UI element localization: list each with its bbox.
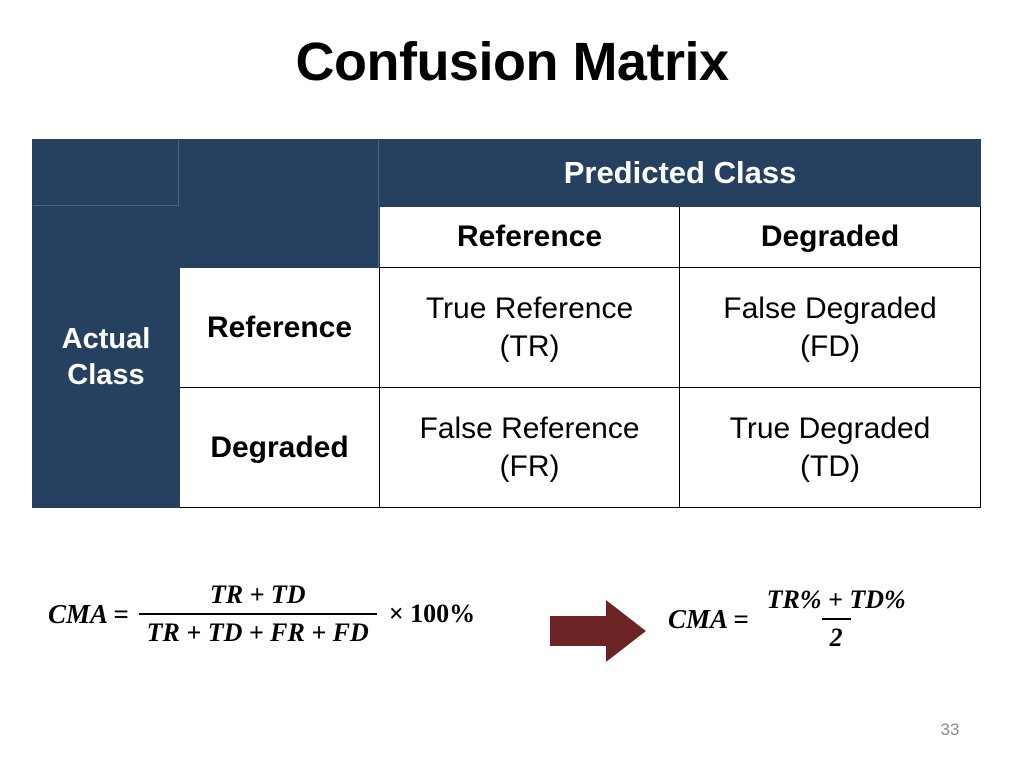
formula-cma-counts: CMA = TR + TD TR + TD + FR + FD × 100% xyxy=(48,580,475,648)
formula-right-numerator: TR% + TD% xyxy=(766,585,906,614)
row-header-degraded: Degraded xyxy=(179,387,380,508)
formula-left-lhs: CMA = xyxy=(48,598,129,629)
table-row-predicted-header: Predicted Class xyxy=(32,139,982,207)
cell-false-reference-abbr: (FR) xyxy=(499,449,560,483)
formula-section: CMA = TR + TD TR + TD + FR + FD × 100% C… xyxy=(0,580,1024,690)
cell-true-reference-abbr: (TR) xyxy=(499,329,560,363)
cell-true-degraded: True Degraded (TD) xyxy=(678,387,982,508)
formula-right-fraction: TR% + TD% 2 xyxy=(759,585,914,653)
cell-false-reference-name: False Reference xyxy=(419,412,640,445)
corner-spacer-middle xyxy=(179,139,380,207)
formula-right-denominator: 2 xyxy=(821,618,851,653)
cell-true-degraded-abbr: (TD) xyxy=(800,449,860,483)
confusion-matrix-table: Predicted Class Actual Class Reference D… xyxy=(32,139,982,508)
table-row-column-headers: Actual Class Reference Degraded xyxy=(32,206,982,508)
column-header-reference: Reference xyxy=(379,206,680,268)
right-arrow-icon xyxy=(550,600,646,662)
column-header-degraded: Degraded xyxy=(678,206,982,268)
column-header-spacer xyxy=(179,206,380,268)
cell-false-degraded-name: False Degraded xyxy=(723,292,937,325)
formula-cma-percent: CMA = TR% + TD% 2 xyxy=(668,585,914,653)
formula-left-denominator: TR + TD + FR + FD xyxy=(138,613,377,648)
formula-left-fraction: TR + TD TR + TD + FR + FD xyxy=(138,580,377,648)
formula-left-tail: × 100% xyxy=(388,599,476,628)
actual-class-line-2: Class xyxy=(67,359,145,391)
cell-false-degraded: False Degraded (FD) xyxy=(678,267,982,388)
formula-left-numerator: TR + TD xyxy=(209,580,306,609)
row-header-reference: Reference xyxy=(179,267,380,388)
page-number: 33 xyxy=(940,720,960,739)
predicted-class-header: Predicted Class xyxy=(378,139,982,207)
cell-false-reference: False Reference (FR) xyxy=(379,387,680,508)
table-row-actual-reference: Reference True Reference (TR) False Degr… xyxy=(33,267,982,388)
actual-class-line-1: Actual xyxy=(61,322,151,355)
formula-right-lhs: CMA = xyxy=(668,603,749,634)
cell-true-degraded-name: True Degraded xyxy=(729,412,931,445)
corner-spacer-left xyxy=(32,139,180,207)
actual-class-header: Actual Class xyxy=(32,206,180,508)
page-title: Confusion Matrix xyxy=(295,32,730,92)
table-row-actual-degraded: Degraded False Reference (FR) True Degra… xyxy=(33,387,982,508)
cell-true-reference: True Reference (TR) xyxy=(379,267,680,388)
cell-true-reference-name: True Reference xyxy=(425,292,634,325)
cell-false-degraded-abbr: (FD) xyxy=(800,329,860,363)
